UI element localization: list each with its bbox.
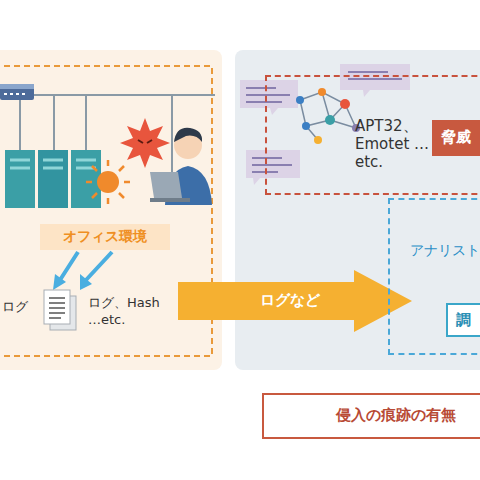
speech-bubble	[340, 64, 410, 97]
server-slots	[10, 160, 96, 168]
router-ports	[4, 93, 25, 95]
node-text: 侵入の痕跡の有無	[336, 406, 476, 425]
router-top	[0, 84, 34, 89]
graph-dot	[314, 136, 322, 144]
attacker-symbol	[120, 118, 170, 168]
virus-symbol	[97, 171, 119, 193]
bubble-lines	[246, 88, 290, 102]
node-text: オフィス環境	[40, 228, 170, 246]
laptop-base	[150, 198, 190, 202]
threat-intel-box: APT32、Emotet …etc. 脅威	[265, 75, 480, 195]
environment-band: オフィス環境	[40, 224, 170, 250]
arrow-body	[178, 270, 412, 332]
arrow-head	[80, 274, 92, 290]
speech-bubble	[240, 80, 298, 115]
graph-dot	[340, 99, 350, 109]
graph-dot	[296, 96, 304, 104]
log-label: ログ、Hash …etc.	[88, 294, 168, 328]
graph-dot	[318, 88, 326, 96]
flow-arrow: ログなど	[178, 270, 412, 332]
virus-spikes	[86, 160, 130, 204]
laptop-symbol	[150, 172, 182, 198]
attacker-eyes	[138, 140, 152, 143]
threat-graph-links	[300, 92, 356, 140]
person-hair	[174, 128, 202, 142]
threat-tag: 脅威	[432, 120, 480, 156]
speech-bubble	[246, 150, 300, 185]
log-label: ログ	[2, 298, 42, 316]
node-text: APT32、Emotet …etc.	[355, 117, 433, 171]
arrow-head	[53, 274, 66, 290]
result-box: 侵入の痕跡の有無	[262, 393, 480, 439]
node-text: ログなど	[250, 291, 330, 310]
node-text: 調	[456, 311, 480, 330]
collect-arrow	[60, 252, 112, 280]
analyst-box: アナリスト調	[388, 198, 480, 355]
router-symbol	[0, 84, 34, 100]
office-panel	[0, 50, 222, 370]
node-text: 脅威	[441, 128, 480, 147]
node-text: アナリスト	[410, 242, 480, 260]
document-icon	[44, 290, 70, 324]
bubble-lines	[252, 158, 292, 172]
investigation-box: 調	[446, 303, 480, 337]
graph-dot	[302, 122, 310, 130]
graph-dot	[325, 115, 335, 125]
document-lines	[49, 298, 65, 318]
